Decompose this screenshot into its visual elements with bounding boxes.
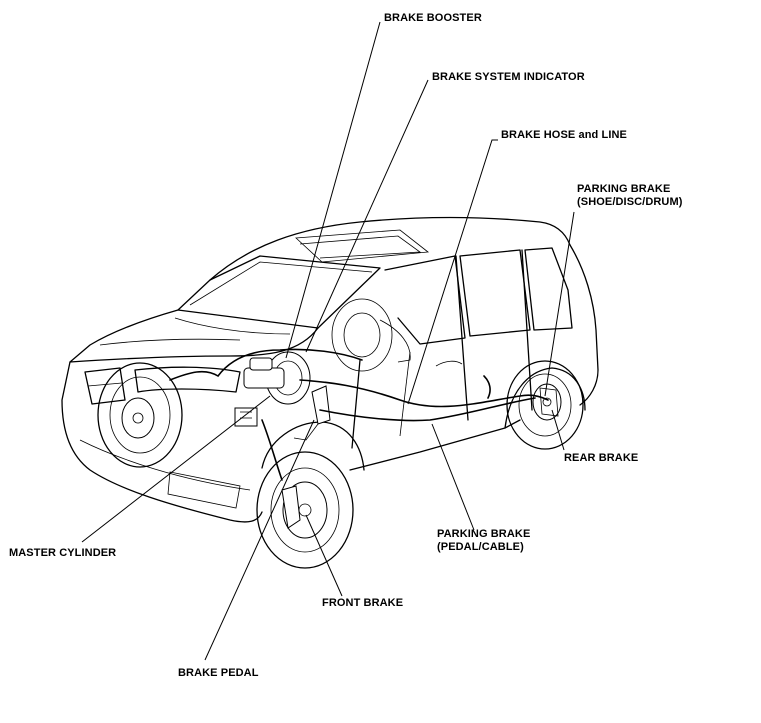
front-bumper (61, 361, 263, 523)
rear-wheel (506, 360, 584, 450)
front-brake-caliper (281, 485, 301, 529)
brake-fluid-reservoir (249, 357, 273, 371)
grille (84, 367, 126, 405)
headlight (134, 366, 241, 393)
vehicle-illustration (61, 216, 599, 569)
rocker-panel (349, 419, 521, 471)
label-front-brake: FRONT BRAKE (322, 597, 403, 609)
abs-modulator (234, 407, 258, 427)
front-wheel-far (97, 362, 183, 468)
leader-brake-pedal (204, 419, 315, 661)
leader-brake-system-indicator (305, 79, 429, 353)
master-cylinder (243, 367, 285, 389)
label-parking-brake-shoe-line1: PARKING BRAKE (577, 183, 670, 195)
leader-brake-booster (285, 21, 381, 359)
leader-parking-brake-pedal (431, 423, 475, 531)
quarter-window (524, 247, 573, 331)
hood (69, 309, 319, 363)
label-brake-booster: BRAKE BOOSTER (384, 12, 482, 24)
label-parking-brake-shoe-line2: (SHOE/DISC/DRUM) (577, 196, 683, 208)
parking-brake-cable (319, 397, 536, 422)
label-rear-brake: REAR BRAKE (564, 452, 638, 464)
brake-line-front (169, 348, 363, 381)
label-brake-hose-and-line: BRAKE HOSE and LINE (501, 129, 627, 141)
label-brake-pedal: BRAKE PEDAL (178, 667, 259, 679)
door-line (351, 359, 361, 449)
brake-line-main (299, 379, 549, 408)
leader-front-brake (305, 514, 343, 597)
rear-door-window (459, 249, 531, 337)
label-master-cylinder: MASTER CYLINDER (9, 547, 116, 559)
brake-pedal-assembly (311, 385, 331, 425)
leader-lines (81, 21, 575, 661)
windshield (177, 255, 381, 329)
rear-tailgate (569, 244, 599, 406)
roof-outline (209, 216, 571, 281)
front-wheel-near (256, 451, 354, 569)
label-parking-brake-pedal-line2: (PEDAL/CABLE) (437, 541, 524, 553)
front-door-window (384, 255, 466, 345)
leader-master-cylinder (81, 395, 271, 543)
leader-parking-brake-shoe (544, 211, 575, 397)
label-brake-system-indicator: BRAKE SYSTEM INDICATOR (432, 71, 585, 83)
leader-brake-hose-and-line (407, 139, 498, 405)
callout-labels: BRAKE BOOSTER BRAKE SYSTEM INDICATOR BRA… (9, 12, 683, 679)
leader-rear-brake (551, 409, 565, 451)
rear-wheel-far (331, 298, 393, 372)
label-parking-brake-pedal-line1: PARKING BRAKE (437, 528, 530, 540)
sunroof (295, 229, 430, 263)
